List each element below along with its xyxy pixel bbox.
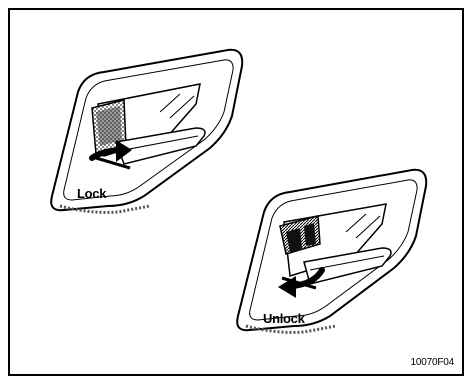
lock-label: Lock — [77, 186, 106, 201]
unlock-label: Unlock — [263, 311, 305, 326]
figure-code: 10070F04 — [411, 357, 454, 368]
door-handle-unlocked — [237, 170, 426, 333]
